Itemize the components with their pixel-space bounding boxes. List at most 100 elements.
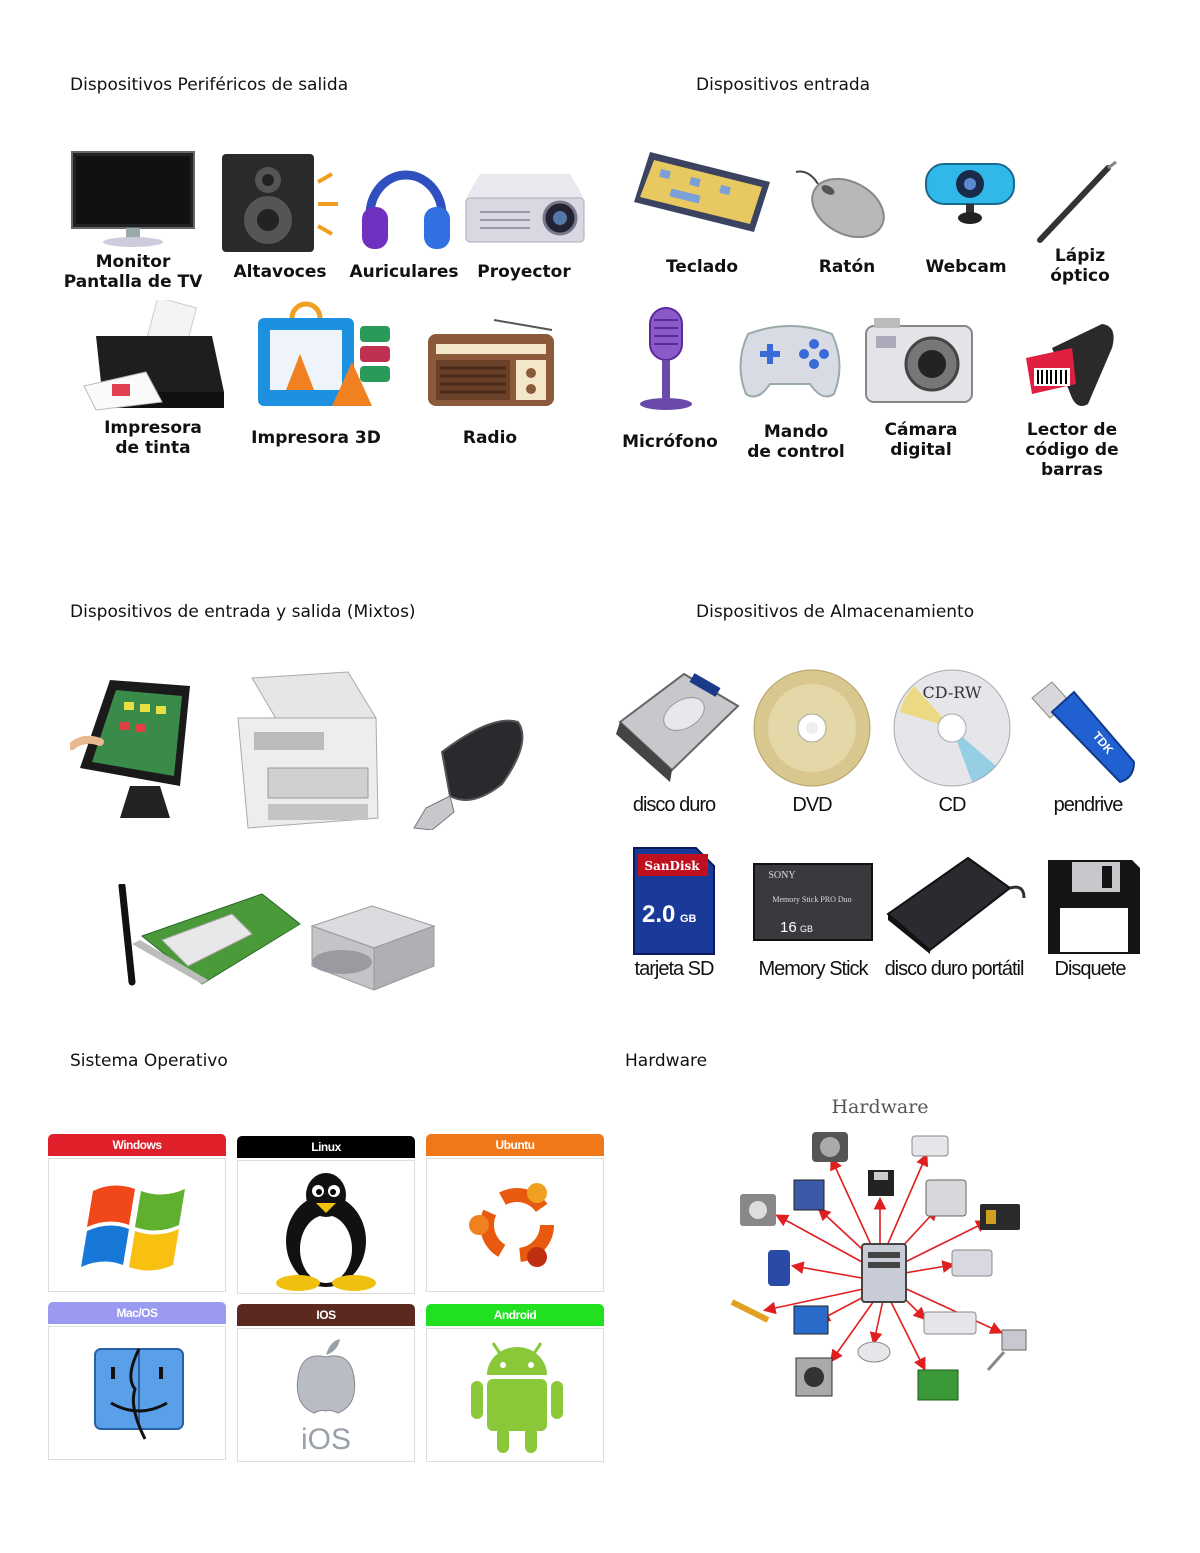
sd-brand: SanDisk	[644, 859, 700, 873]
sd-unit: GB	[680, 913, 697, 925]
expansion-card-icon	[917, 1369, 959, 1401]
label-light-pen: Lápiz óptico	[1050, 246, 1110, 286]
keyboard-icon	[634, 152, 770, 232]
ios-logo-text: iOS	[301, 1423, 351, 1456]
portable-hdd-icon	[886, 856, 1026, 954]
usb-stick-icon	[768, 1250, 790, 1286]
label-gamepad: Mando de control	[747, 422, 845, 462]
heading-storage-devices: Dispositivos de Almacenamiento	[696, 602, 975, 622]
printer-icon	[925, 1179, 967, 1217]
os-card-macos: Mac/OS	[48, 1302, 226, 1460]
keyboard-icon	[923, 1311, 977, 1335]
os-card-ubuntu: Ubuntu	[426, 1134, 604, 1292]
os-card-ios: IOS iOS	[237, 1304, 415, 1462]
monitor-icon	[793, 1305, 829, 1335]
hardware-diagram	[730, 1132, 1027, 1401]
camera-icon	[865, 318, 973, 403]
label-webcam: Webcam	[925, 257, 1007, 277]
pendrive-icon: TDK	[1031, 681, 1136, 784]
memory-stick-capacity: 16	[780, 919, 797, 936]
monitor-icon	[71, 151, 195, 247]
heading-output-devices: Dispositivos Periféricos de salida	[70, 75, 349, 95]
floppy-drive-icon	[868, 1170, 894, 1196]
radio-icon	[428, 319, 554, 406]
memory-stick-brand: SONY	[768, 870, 795, 881]
os-header-macos: Mac/OS	[48, 1302, 226, 1324]
webcam-icon	[925, 163, 1015, 224]
label-projector: Proyector	[477, 262, 571, 282]
gamepad-icon	[739, 325, 841, 398]
ubuntu-logo-icon	[469, 1183, 554, 1267]
sd-card-icon: SanDisk 2.0 GB	[633, 847, 715, 955]
label-cd: CD	[938, 794, 967, 816]
macos-finder-icon	[94, 1348, 184, 1440]
hard-drive-icon	[740, 1194, 776, 1226]
os-header-linux: Linux	[237, 1136, 415, 1158]
heading-mixed-devices: Dispositivos de entrada y salida (Mixtos…	[70, 602, 416, 622]
label-mouse: Ratón	[818, 257, 876, 277]
label-portable-hdd: disco duro portátil	[884, 958, 1025, 980]
os-header-ubuntu: Ubuntu	[426, 1134, 604, 1156]
label-pendrive: pendrive	[1053, 794, 1124, 816]
label-barcode-scanner: Lector de código de barras	[1025, 420, 1119, 480]
3d-printer-icon	[258, 301, 390, 406]
cd-icon: CD-RW	[893, 669, 1011, 787]
speaker-icon	[222, 154, 338, 252]
label-sd-card: tarjeta SD	[634, 958, 715, 980]
memory-stick-unit: GB	[800, 924, 813, 934]
power-supply-icon	[795, 1357, 833, 1397]
heading-operating-system: Sistema Operativo	[70, 1051, 228, 1071]
label-camera: Cámara digital	[884, 420, 958, 460]
windows-logo-icon	[81, 1185, 185, 1271]
label-speakers: Altavoces	[233, 262, 327, 282]
heading-hardware: Hardware	[625, 1051, 708, 1071]
os-card-linux: Linux	[237, 1136, 415, 1294]
memory-stick-icon: SONY Memory Stick PRO Duo 16 GB	[753, 863, 873, 941]
dvd-icon	[753, 669, 871, 787]
microphone-icon	[640, 307, 692, 410]
usb-modem-icon	[413, 719, 524, 830]
os-header-ios: IOS	[237, 1304, 415, 1326]
label-3d-printer: Impresora 3D	[251, 428, 381, 448]
os-header-android: Android	[426, 1304, 604, 1326]
label-floppy-disk: Disquete	[1054, 958, 1127, 980]
inkjet-printer-icon	[83, 300, 224, 411]
label-microphone: Micrófono	[622, 432, 718, 452]
os-card-windows: Windows	[48, 1134, 226, 1292]
label-headphones: Auriculares	[349, 262, 459, 282]
chip-icon	[980, 1204, 1020, 1230]
apple-ios-icon: iOS	[296, 1339, 356, 1456]
network-icon	[986, 1329, 1027, 1371]
motherboard-icon	[793, 1179, 825, 1211]
multifunction-printer-icon	[237, 671, 379, 829]
drive-icon	[951, 1249, 993, 1277]
mouse-icon	[795, 170, 885, 238]
scanner-icon	[911, 1135, 949, 1157]
barcode-scanner-icon	[1026, 324, 1114, 406]
memory-stick-product: Memory Stick PRO Duo	[772, 895, 851, 904]
tux-penguin-icon	[276, 1173, 376, 1291]
cd-disc-text: CD-RW	[923, 683, 982, 702]
label-dvd: DVD	[792, 794, 832, 816]
optical-drive-icon	[310, 905, 436, 991]
heading-input-devices: Dispositivos entrada	[696, 75, 871, 95]
fan-icon	[812, 1132, 848, 1162]
projector-icon	[465, 174, 585, 243]
cable-icon	[730, 1299, 770, 1323]
android-robot-icon	[471, 1342, 563, 1453]
mouse-icon	[857, 1341, 891, 1363]
hard-disk-icon	[616, 672, 740, 782]
os-card-android: Android	[426, 1304, 604, 1462]
hardware-diagram-title: Hardware	[831, 1096, 929, 1118]
light-pen-icon	[1037, 160, 1117, 243]
floppy-disk-icon	[1048, 860, 1140, 954]
label-monitor: Monitor Pantalla de TV	[63, 252, 203, 292]
label-keyboard: Teclado	[665, 257, 739, 277]
touchscreen-icon	[70, 680, 190, 818]
label-memory-stick: Memory Stick	[758, 958, 868, 980]
os-header-windows: Windows	[48, 1134, 226, 1156]
label-inkjet-printer: Impresora de tinta	[104, 418, 202, 458]
computer-tower-icon	[861, 1243, 907, 1303]
label-radio: Radio	[462, 428, 518, 448]
headphones-icon	[362, 170, 450, 249]
